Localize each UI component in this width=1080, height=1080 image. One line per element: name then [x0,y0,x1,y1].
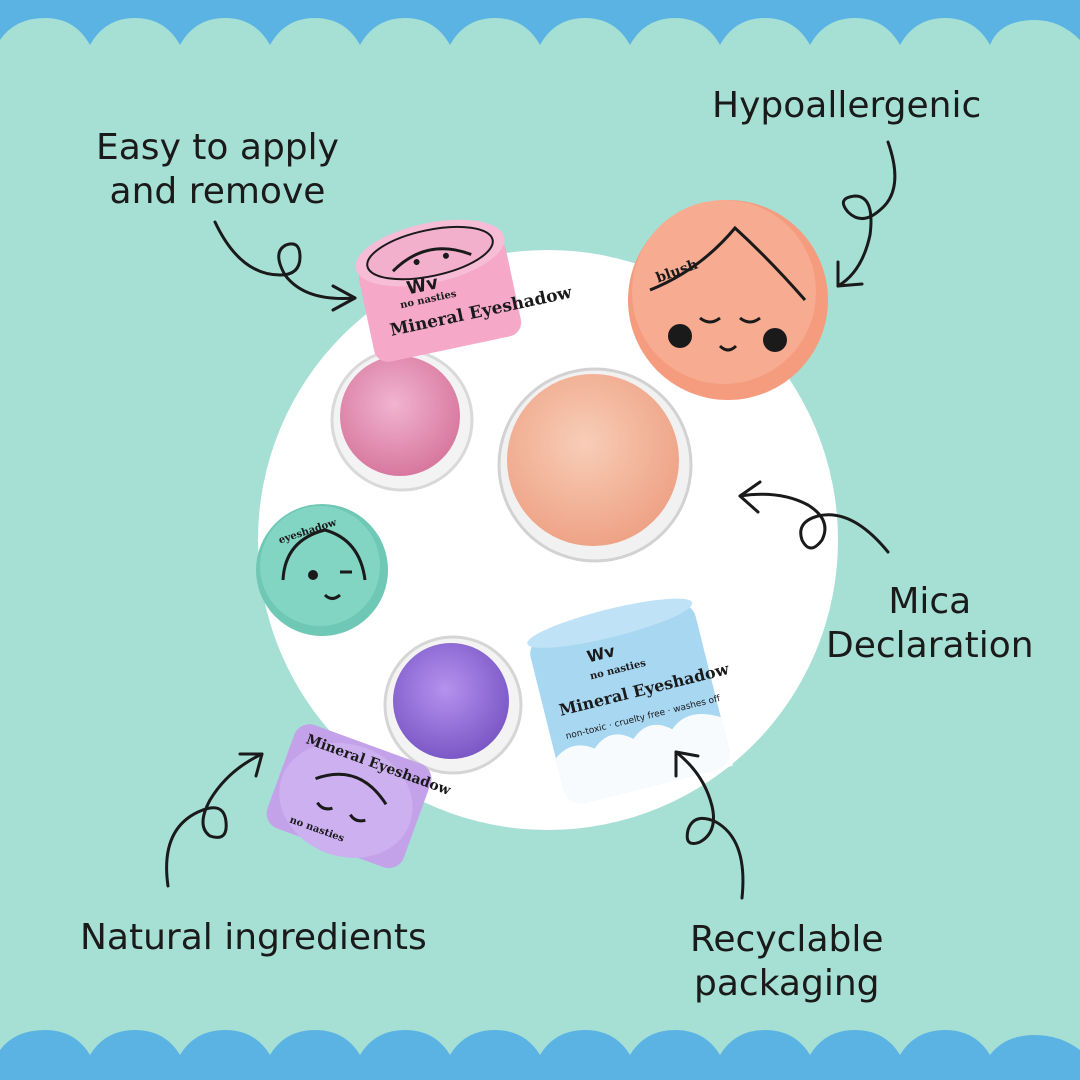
sky-eyeshadow-jar: Wv no nasties Mineral Eyeshadow non-toxi… [527,598,733,807]
callout-natural-ingredients: Natural ingredients [80,916,427,960]
doodle-face-icon [649,225,807,301]
curly-arrow-icon-hypo [836,140,897,288]
top-wave-decoration [0,0,1080,45]
callout-recyclable-packaging: Recyclable packaging [690,918,884,1006]
peach-blush-lid: blush [628,200,828,400]
curly-arrow-icon-natural [165,752,264,888]
pink-eyeshadow-lid: Mineral Eyeshadow no nasties Wv [355,219,574,362]
curly-arrow-icon-easy [213,220,357,312]
callout-easy-line2: and remove [109,171,326,212]
callout-easy-line1: Easy to apply [96,127,339,168]
callout-hypo-line1: Hypoallergenic [712,85,982,126]
pink-eyeshadow-pan [330,348,474,492]
curly-arrow-icon-recycle [674,750,745,900]
lilac-eyeshadow-pan [383,635,523,775]
curly-arrow-icon-mica [738,480,890,554]
callout-mica-line1: Mica [888,581,972,622]
callout-natural-line1: Natural ingredients [80,917,427,958]
mint-eyeshadow-lid: eyeshadow [256,504,388,636]
callout-mica-line2: Declaration [826,625,1034,666]
callout-recycle-line1: Recyclable [690,919,884,960]
peach-blush-pan [497,367,693,563]
callout-easy-to-apply: Easy to apply and remove [96,126,339,214]
bottom-wave-decoration [0,1030,1080,1080]
callout-hypoallergenic: Hypoallergenic [712,84,981,128]
callout-recycle-line2: packaging [693,963,880,1004]
callout-mica-declaration: Mica Declaration [826,580,1034,668]
